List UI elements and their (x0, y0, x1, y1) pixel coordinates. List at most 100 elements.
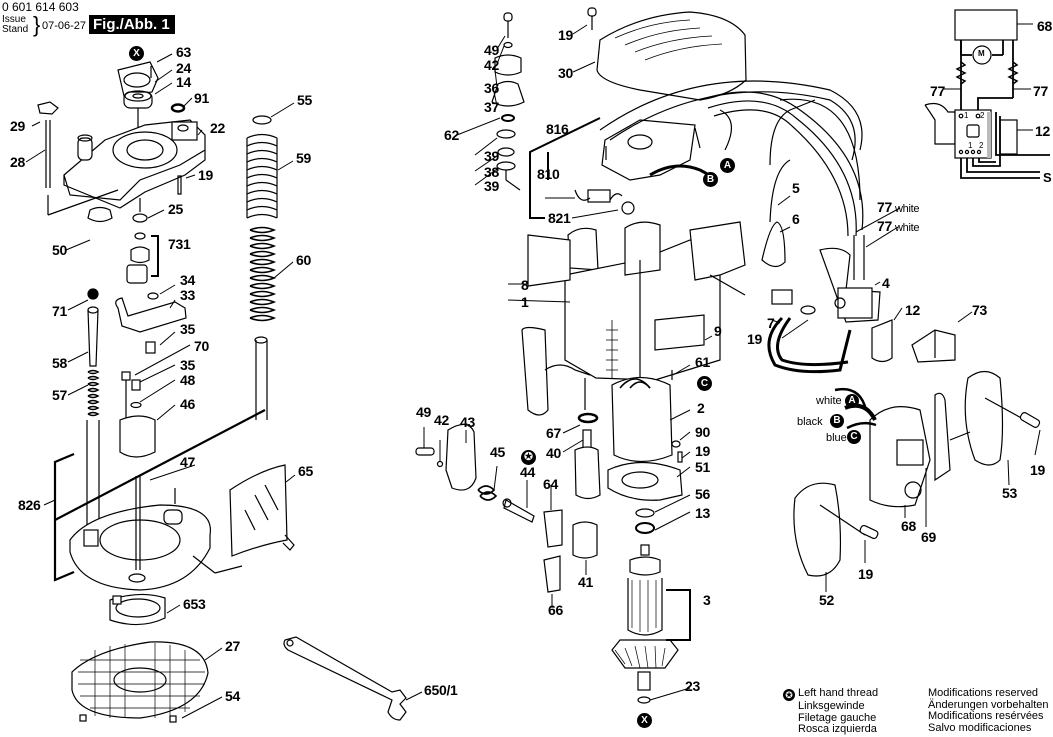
callout-27: 27 (225, 638, 240, 654)
callout-number: 35 (180, 321, 195, 337)
callout-number: 12 (905, 302, 920, 318)
callout-number: 826 (18, 497, 41, 513)
callout-34: 34 (180, 272, 195, 288)
callout-number: 816 (546, 121, 569, 137)
callout-number: 650/1 (424, 682, 458, 698)
callout-49a: 49 (484, 42, 499, 58)
callout-91: 91 (194, 90, 209, 106)
callout-number: 50 (52, 242, 67, 258)
callout-71: 71 (52, 303, 67, 319)
b-marker-icon: B (703, 172, 718, 187)
callout-63: 63 (176, 44, 191, 60)
brace-icon: } (33, 12, 41, 37)
router-base-housing (37, 101, 206, 223)
callout-73: 73 (972, 302, 987, 318)
callout-19c: 19 (695, 443, 710, 459)
callout-number: 14 (176, 74, 191, 90)
callout-number: 77 (877, 199, 892, 215)
callout-650-1: 650/1 (424, 682, 458, 698)
issue-label-de: Stand (2, 24, 29, 35)
callout-28: 28 (10, 154, 25, 170)
callout-number: 91 (194, 90, 209, 106)
callout-number: 55 (297, 92, 312, 108)
callout-821: 821 (548, 210, 571, 226)
callout-13: 13 (695, 505, 710, 521)
callout-number: 66 (548, 602, 563, 618)
callout-60: 60 (296, 252, 311, 268)
callout-61: 61 (695, 354, 710, 370)
callout-826: 826 (18, 497, 41, 513)
bearing-flange-assembly (117, 61, 186, 160)
legend-mod-en: Modifications reserved (928, 687, 1039, 699)
leader-lines (25, 23, 1041, 719)
callout-number: 8 (521, 277, 529, 293)
callout-68b: 68 (901, 518, 916, 534)
callout-41: 41 (578, 574, 593, 590)
power-cables (599, 80, 864, 237)
wiring-schematic (924, 9, 1050, 179)
template-guide-adapter (109, 593, 166, 626)
callout-38: 38 (484, 164, 499, 180)
callout-number: 42 (434, 412, 449, 428)
callout-29: 29 (10, 118, 25, 134)
left-hand-thread-icon: ✪ (783, 689, 795, 701)
callout-19f: 19 (858, 566, 873, 582)
callout-25: 25 (168, 201, 183, 217)
callout-77d: 77 (1033, 83, 1048, 99)
callout-number: 22 (210, 120, 225, 136)
callout-number: 19 (558, 27, 573, 43)
callout-39a: 39 (484, 148, 499, 164)
assembly-bracket-826 (53, 409, 266, 582)
callout-47: 47 (180, 454, 195, 470)
callout-number: 19 (858, 566, 873, 582)
cord-and-strain-relief (761, 159, 852, 374)
terminal-2-bottom-label: 2 (979, 141, 984, 150)
callout-36: 36 (484, 80, 499, 96)
callout-3: 3 (703, 592, 711, 608)
callout-number: 44 (520, 464, 535, 480)
callout-number: 23 (685, 678, 700, 694)
depth-stop-assembly (115, 232, 187, 458)
callout-number: 69 (921, 529, 936, 545)
callout-7: 7 (767, 315, 775, 331)
left-hand-thread-icon: ✪ (521, 450, 536, 465)
callout-number: 28 (10, 154, 25, 170)
x-marker-icon: X (129, 46, 144, 61)
callout-19b: 19 (558, 27, 573, 43)
callout-number: 33 (180, 287, 195, 303)
callout-12b: 12 (1035, 123, 1050, 139)
callout-59: 59 (296, 150, 311, 166)
terminal-1-label: 1 (964, 111, 969, 120)
callout-46: 46 (180, 396, 195, 412)
callout-50: 50 (52, 242, 67, 258)
callout-number: 90 (695, 424, 710, 440)
depth-lock-parts (415, 423, 563, 593)
callout-number: 39 (484, 178, 499, 194)
callout-number: 73 (972, 302, 987, 318)
callout-35a: 35 (180, 321, 195, 337)
x-marker-icon: X (637, 713, 652, 728)
callout-30: 30 (558, 65, 573, 81)
callout-number: 53 (1002, 485, 1017, 501)
callout-number: 58 (52, 355, 67, 371)
c-marker-icon: C (697, 376, 712, 391)
b-marker-icon: B (830, 414, 844, 428)
callout-number: 71 (52, 303, 67, 319)
callout-number: 77 (1033, 83, 1048, 99)
thread-legend: ✪Left hand thread Linksgewinde Filetage … (783, 687, 878, 736)
terminal-1-bottom-label: 1 (968, 141, 973, 150)
a-marker-icon: A (845, 394, 859, 408)
callout-number: 70 (194, 338, 209, 354)
legend-thread-fr: Filetage gauche (798, 711, 877, 724)
callout-69: 69 (921, 529, 936, 545)
capacitor (871, 319, 893, 363)
callout-number: 4 (882, 275, 890, 291)
callout-number: 43 (460, 414, 475, 430)
callout-number: 19 (747, 331, 762, 347)
callout-number: 68 (901, 518, 916, 534)
legend-thread-es: Rosca izquierda (798, 723, 877, 735)
callout-9: 9 (714, 323, 722, 339)
callout-54: 54 (225, 688, 240, 704)
